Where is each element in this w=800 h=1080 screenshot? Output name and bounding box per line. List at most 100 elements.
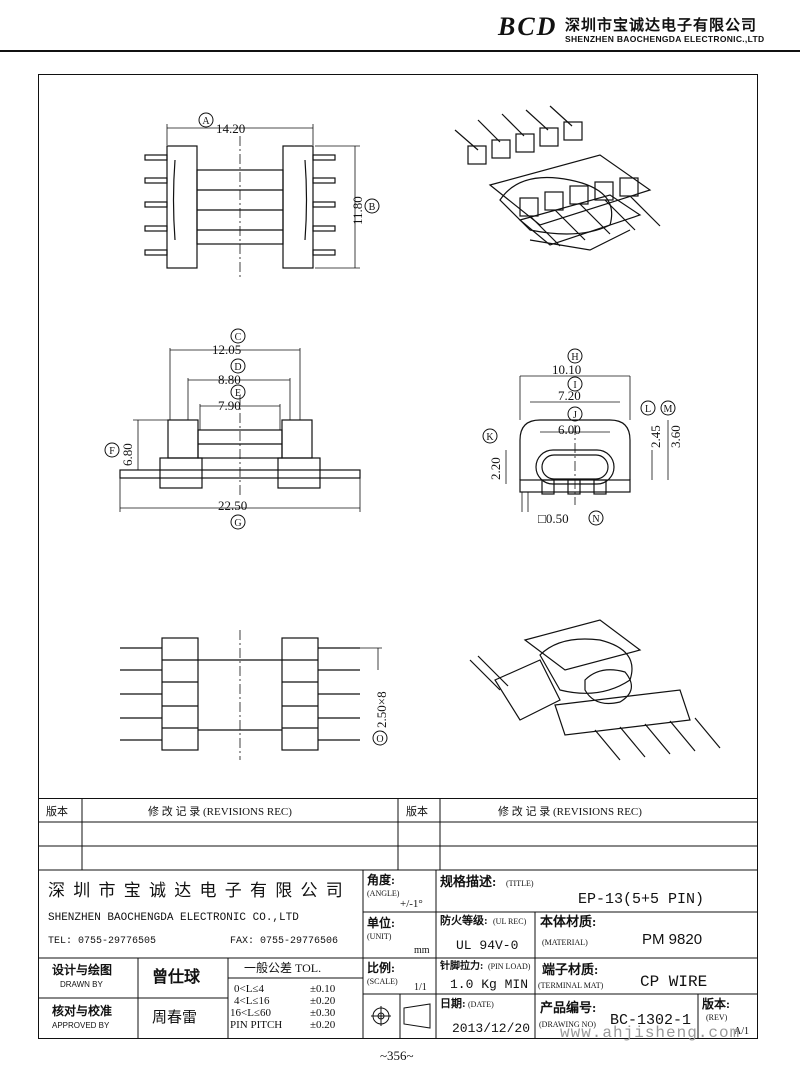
dim-H: 10.10 [552,362,581,377]
rev-ver-label-2: 版本 [406,804,428,818]
tb-company-cn: 深 圳 市 宝 诚 达 电 子 有 限 公 司 [48,881,345,900]
dim-N: □0.50 [538,511,569,526]
approved-en: APPROVED BY [52,1021,110,1030]
label-C: C [235,332,242,343]
rev-rec-label-1: 修 改 记 录 (REVISIONS REC) [148,804,292,818]
drawing-frame [38,74,758,1039]
scale-label: 比例: [367,960,395,975]
pinload-label: 针脚拉力: [440,959,483,972]
isometric-bottom-view [469,619,721,761]
tol-value-1: ±0.10 [310,983,336,995]
dim-K: 2.20 [488,457,503,480]
side-view [119,348,361,512]
company-name-en: SHENZHEN BAOCHENGDA ELECTRONIC.,LTD [565,34,765,44]
company-logo: BCD [498,12,558,41]
drawn-label: 设计与绘图 [52,962,112,977]
angle-label: 角度: [367,872,395,887]
rev-rec-label-2: 修 改 记 录 (REVISIONS REC) [498,804,642,818]
unit-value: mm [414,945,430,956]
title-block: 深 圳 市 宝 诚 达 电 子 有 限 公 司 SHENZHEN BAOCHEN… [38,870,758,1039]
isometric-top-view [454,105,661,251]
label-A: A [202,116,210,127]
dim-L: 2.45 [648,425,663,448]
tol-range-2: 4<L≤16 [234,995,270,1007]
label-G: G [234,518,241,529]
angle-value: +/-1° [400,898,423,910]
label-K: K [486,432,494,443]
bottom-view [120,630,382,760]
angle-en: (ANGLE) [367,889,400,898]
tol-range-3: 16<L≤60 [230,1007,271,1019]
dim-M: 3.60 [668,425,683,448]
label-F: F [109,446,115,457]
rev-en: (REV) [706,1013,728,1022]
tb-fax: FAX: 0755-29776506 [230,936,338,947]
label-N: N [592,514,599,525]
label-J: J [573,410,577,421]
dim-C: 12.05 [212,342,241,357]
label-O: O [376,734,383,745]
label-M: M [664,404,673,415]
rev-ver-label-1: 版本 [46,804,68,818]
material-en: (MATERIAL) [542,938,588,947]
label-L: L [645,404,651,415]
drawn-en: DRAWN BY [60,980,103,989]
tol-value-4: ±0.20 [310,1019,336,1031]
material-label: 本体材质: [540,914,596,929]
dim-O: 2.50×8 [374,691,389,728]
tol-title: 一般公差 TOL. [244,960,321,975]
date-en: (DATE) [468,1000,494,1009]
ul-value: UL 94V-0 [456,938,518,953]
dim-E: 7.90 [218,398,241,413]
approved-value: 周春雷 [152,1009,197,1026]
title-label: 规格描述: [440,874,496,889]
top-view [144,124,360,278]
drawn-value: 曾仕球 [152,967,201,986]
approved-label: 核对与校准 [52,1003,112,1018]
dim-B: 11.80 [350,196,365,225]
ul-en: (UL REC) [493,917,527,926]
dim-A: 14.20 [216,121,245,136]
pinload-value: 1.0 Kg MIN [450,977,528,992]
title-en: (TITLE) [506,879,534,888]
front-view [505,375,669,512]
dim-F: 6.80 [120,443,135,466]
dim-D: 8.80 [218,372,241,387]
drawno-label: 产品编号: [540,1000,596,1015]
scale-value: 1/1 [414,982,427,993]
tol-value-3: ±0.30 [310,1007,336,1019]
dim-G: 22.50 [218,498,247,513]
technical-drawing: A B C D E F G H I J K L M N O 14.20 11.8… [104,105,721,761]
page-number: ~356~ [380,1048,414,1063]
tol-range-1: 0<L≤4 [234,983,264,995]
date-value: 2013/12/20 [452,1021,530,1036]
rev-value: A/1 [734,1026,749,1037]
label-E: E [235,388,241,399]
unit-en: (UNIT) [367,932,392,941]
tb-company-en: SHENZHEN BAOCHENGDA ELECTRONIC CO.,LTD [48,912,299,924]
watermark: www.ahjisheng.com [560,1024,741,1042]
terminal-value: CP WIRE [640,973,707,991]
tol-range-4: PIN PITCH [230,1019,282,1031]
dim-J: 6.00 [558,422,581,437]
company-name-cn: 深圳市宝诚达电子有限公司 [565,18,758,34]
date-label: 日期: [440,996,466,1010]
pinload-en: (PIN LOAD) [488,962,531,971]
dim-I: 7.20 [558,388,581,403]
label-B: B [369,202,376,213]
terminal-label: 端子材质: [542,962,598,977]
revisions-table: 版本 修 改 记 录 (REVISIONS REC) 版本 修 改 记 录 (R… [38,798,758,871]
unit-label: 单位: [367,915,395,930]
label-H: H [571,352,578,363]
material-value: PM 9820 [642,931,702,948]
drawno-value: BC-1302-1 [610,1012,691,1029]
tol-value-2: ±0.20 [310,995,336,1007]
scale-en: (SCALE) [367,977,398,986]
tb-tel: TEL: 0755-29776505 [48,936,156,947]
header-divider [0,50,800,52]
label-D: D [234,362,241,373]
projection-symbol [371,1003,431,1029]
terminal-en: (TERMINAL MAT) [538,981,604,990]
title-value: EP-13(5+5 PIN) [578,891,704,908]
label-I: I [573,380,576,391]
